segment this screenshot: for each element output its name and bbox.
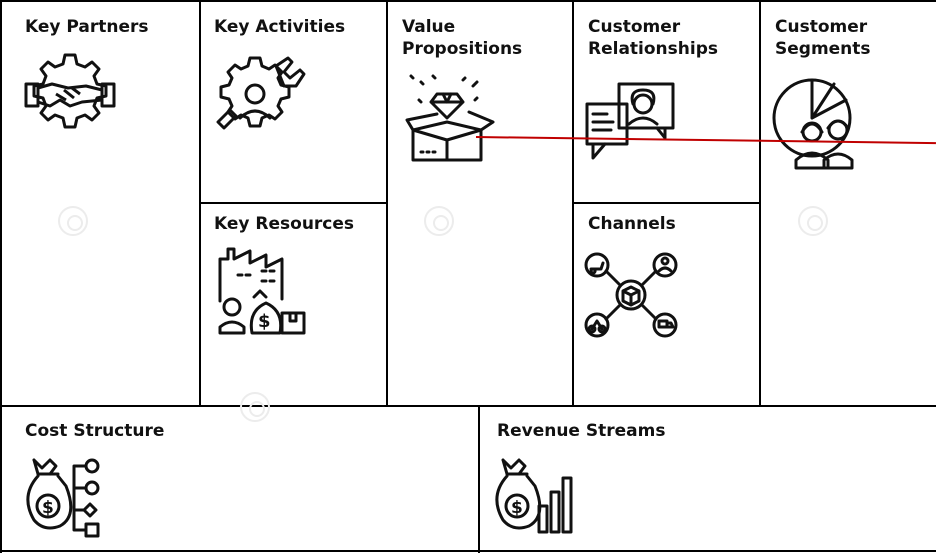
revenue-streams-block: Revenue Streams $	[479, 406, 936, 553]
key-partners-block: Key Partners	[0, 0, 200, 406]
svg-text:$: $	[42, 498, 54, 518]
top-border	[0, 0, 936, 2]
cost-structure-title: Cost Structure	[25, 421, 165, 441]
diamond-box-icon	[403, 70, 499, 166]
divider-h-activities	[199, 202, 388, 204]
key-resources-block: Key Resources $	[200, 203, 387, 406]
customer-relationships-block: Customer Relationships	[573, 0, 760, 203]
value-propositions-title: Value Propositions	[402, 17, 523, 59]
person-gear-wrench-icon	[210, 50, 306, 146]
svg-text:$: $	[258, 311, 271, 332]
factory-money-bag-icon: $	[214, 241, 310, 339]
handshake-gear-icon	[22, 50, 118, 142]
channels-block: Channels	[573, 203, 760, 406]
channels-title: Channels	[588, 214, 676, 234]
divider-h-bottom	[0, 405, 936, 407]
watermark-icon	[240, 392, 270, 422]
divider-h-relationships	[572, 202, 761, 204]
svg-text:$: $	[511, 498, 523, 518]
bottom-border	[0, 550, 936, 552]
key-partners-title: Key Partners	[25, 17, 149, 37]
watermark-icon	[798, 206, 828, 236]
customer-relationships-title: Customer Relationships	[588, 17, 718, 59]
key-activities-title: Key Activities	[214, 17, 346, 37]
pie-chart-people-icon	[772, 78, 868, 174]
watermark-icon	[424, 206, 454, 236]
divider-v-bottom	[478, 405, 480, 553]
key-activities-block: Key Activities	[200, 0, 387, 203]
left-border	[0, 0, 2, 553]
customer-segments-block: Customer Segments	[760, 0, 936, 406]
customer-segments-title: Customer Segments	[775, 17, 871, 59]
money-bag-flowchart-icon: $	[24, 446, 120, 542]
revenue-streams-title: Revenue Streams	[497, 421, 666, 441]
key-resources-title: Key Resources	[214, 214, 355, 234]
cost-structure-block: Cost Structure $	[0, 406, 479, 553]
chat-support-icon	[583, 80, 679, 166]
money-bag-bar-chart-icon: $	[495, 450, 585, 540]
value-propositions-block: Value Propositions	[387, 0, 573, 406]
watermark-icon	[58, 206, 88, 236]
delivery-network-icon	[583, 247, 679, 343]
